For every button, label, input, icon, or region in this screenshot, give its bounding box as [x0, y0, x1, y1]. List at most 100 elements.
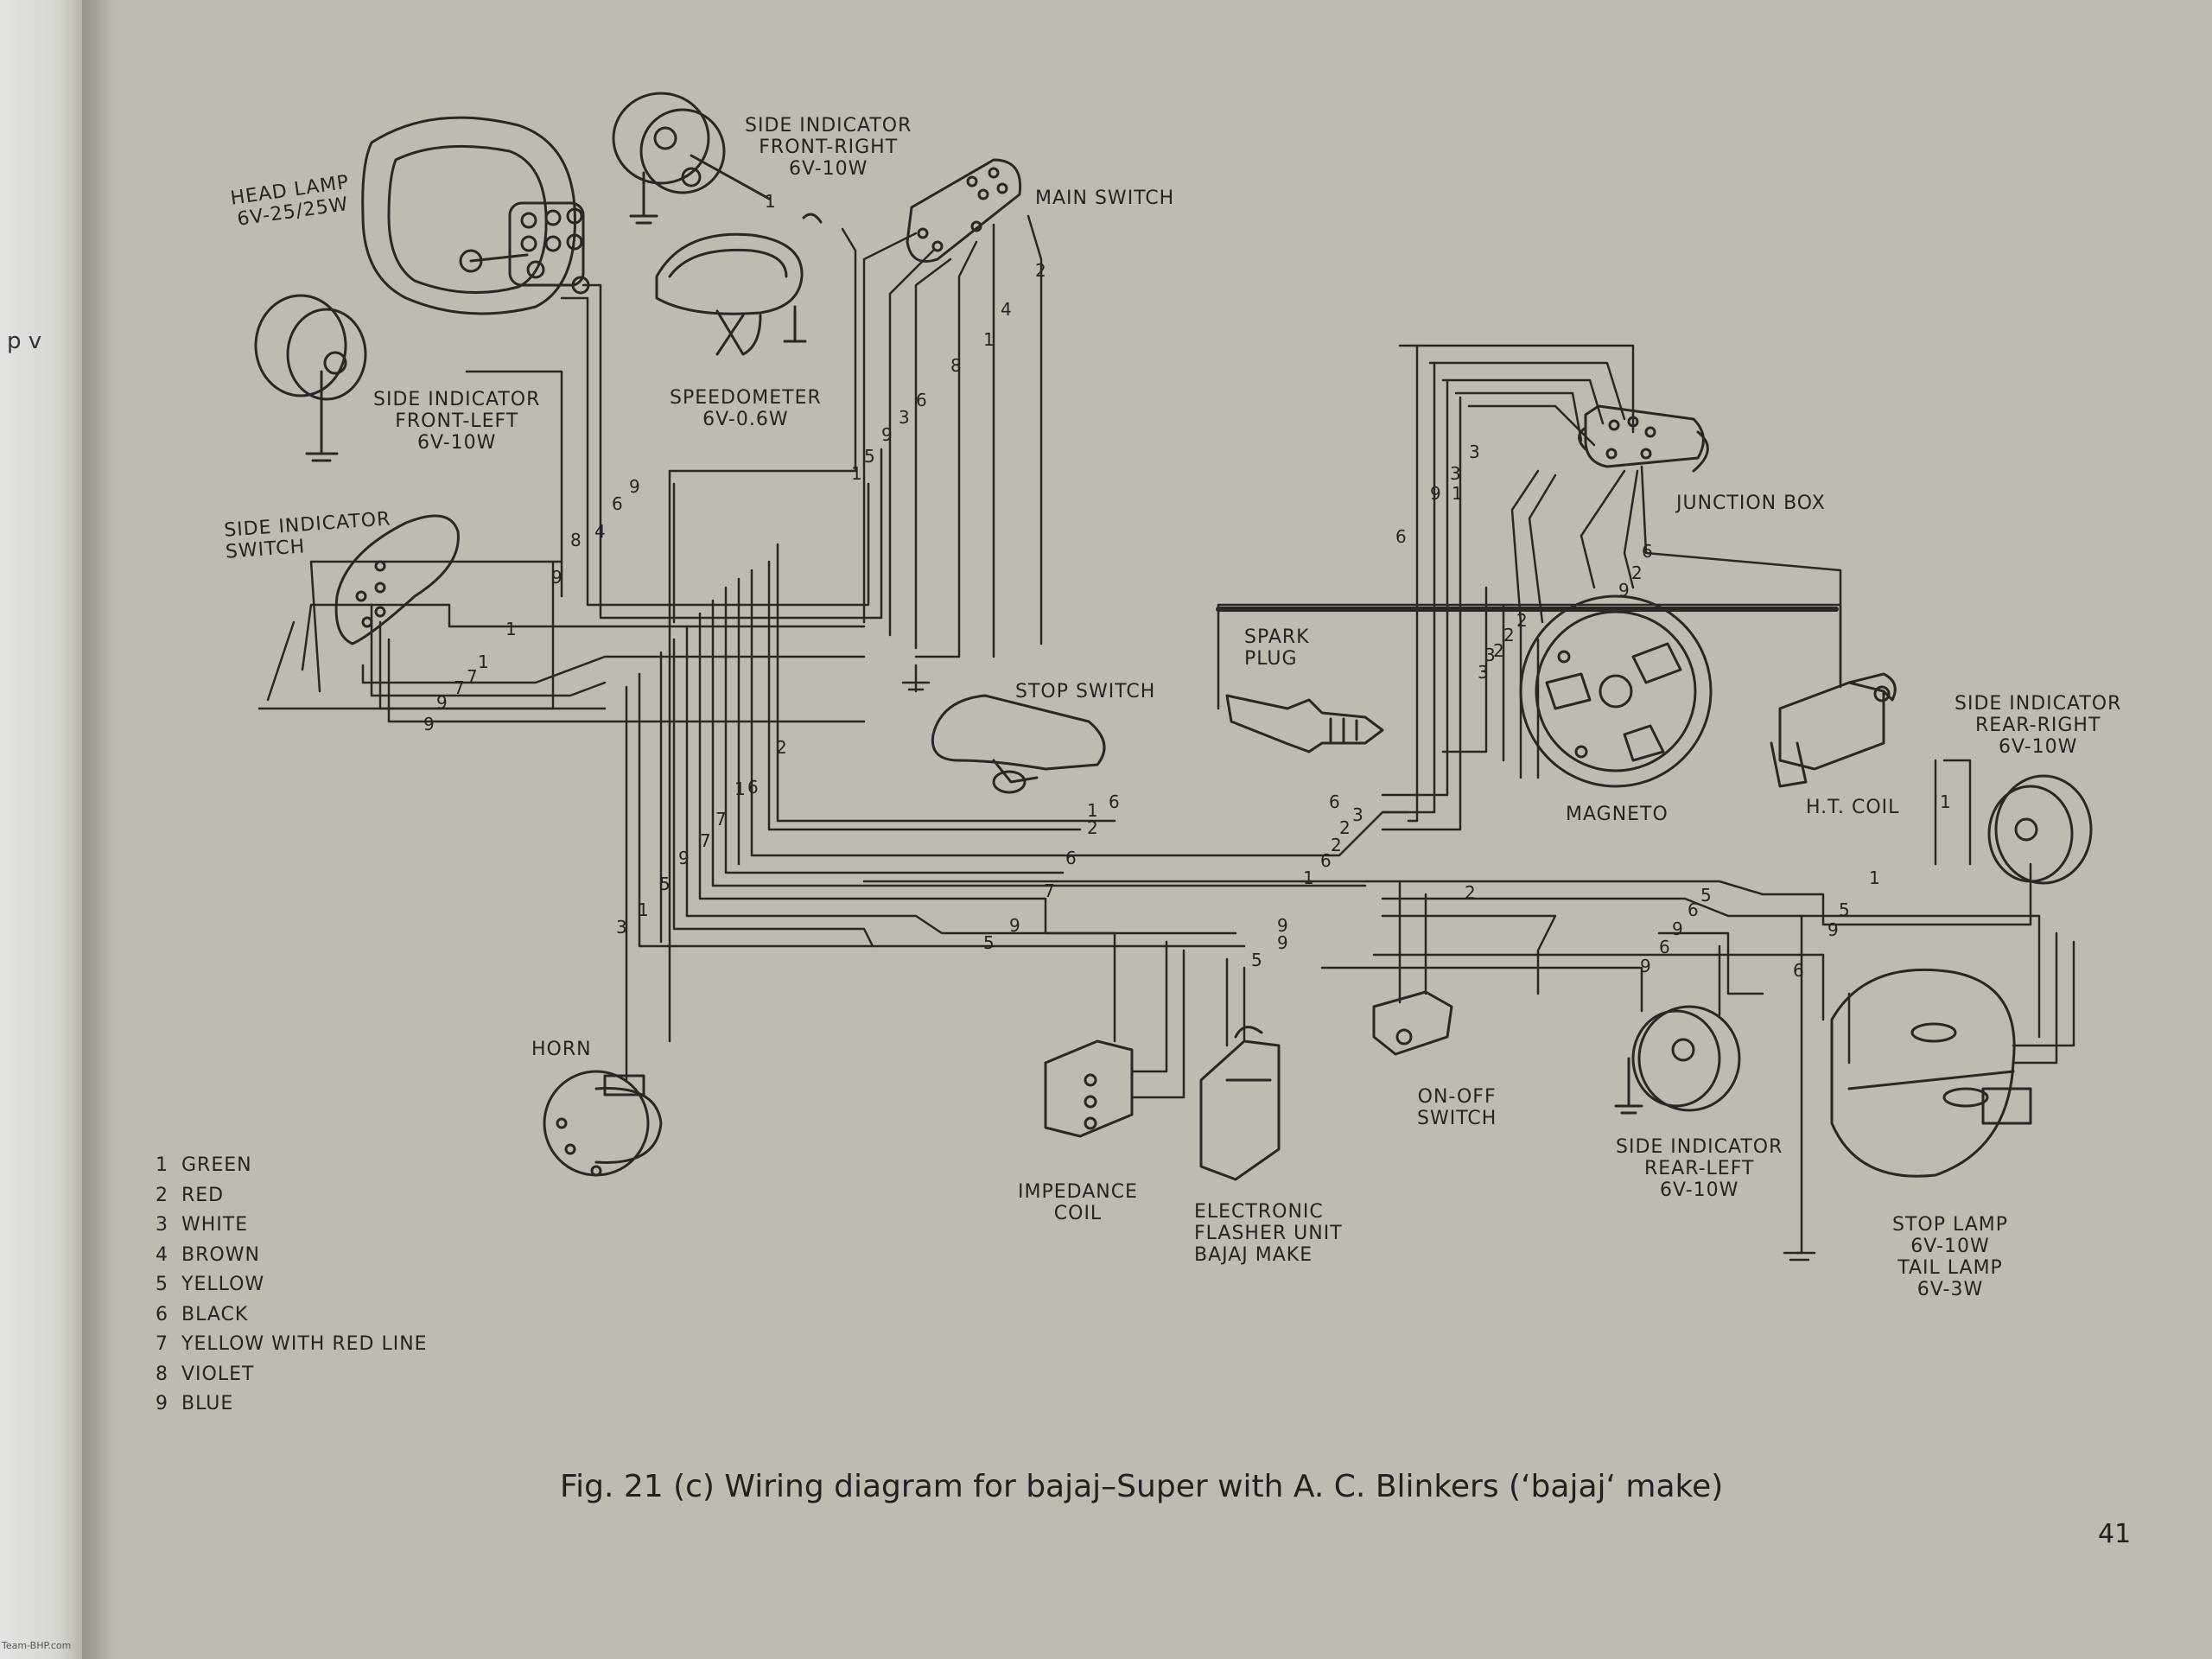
wire-number-marker: 4 — [1001, 299, 1012, 320]
wire-number-marker: 3 — [1450, 463, 1461, 484]
wire-number-marker: 3 — [1484, 645, 1496, 665]
wire-number-marker: 2 — [1493, 640, 1504, 661]
wire-number-marker: 9 — [1672, 918, 1683, 939]
wire-number-marker: 6 — [1659, 937, 1670, 957]
wire-number-marker: 5 — [1839, 899, 1850, 920]
wire-number-marker: 6 — [1395, 526, 1407, 547]
wire-number-marker: 2 — [1631, 563, 1643, 583]
label-line: 6V-3W — [1916, 1279, 1984, 1300]
wire-number-marker: 3 — [616, 917, 627, 938]
label-line: IMPEDANCE — [1018, 1181, 1138, 1203]
speedometer-drawing — [655, 232, 807, 356]
label-line: MAIN SWITCH — [1035, 188, 1175, 209]
wire-number-marker: 9 — [1640, 956, 1651, 976]
page-number: 41 — [2098, 1519, 2132, 1549]
wire-number-marker: 1 — [1087, 800, 1098, 821]
label-line: H.T. COIL — [1806, 797, 1900, 818]
wire-number-marker: 9 — [436, 692, 448, 713]
wire-number-marker: 6 — [916, 390, 927, 410]
legend-number: 2 — [156, 1184, 168, 1206]
left-page-edge — [0, 0, 82, 1659]
wire-number-marker: 1 — [983, 329, 995, 350]
label-stop-lamp: STOP LAMP 6V-10W TAIL LAMP 6V-3W — [1892, 1214, 2008, 1300]
wire-number-marker: 1 — [1869, 868, 1880, 888]
horn-drawing — [543, 1070, 663, 1177]
ht-coil-drawing — [1770, 672, 1897, 788]
wire-number-marker: 2 — [1503, 625, 1515, 645]
wire-number-marker: 6 — [747, 777, 759, 798]
legend-color-name: BLUE — [181, 1393, 234, 1414]
wire-number-marker: 8 — [570, 530, 582, 550]
label-line: PLUG — [1244, 648, 1298, 670]
figure-caption: Fig. 21 (c) Wiring diagram for bajaj–Sup… — [560, 1469, 1724, 1504]
wire-number-marker: 9 — [1009, 915, 1020, 936]
legend-color-name: GREEN — [181, 1154, 252, 1176]
wire-number-marker: 1 — [1452, 483, 1463, 504]
wire-number-marker: 2 — [1516, 610, 1528, 631]
wire-number-marker: 6 — [1065, 848, 1077, 868]
label-line: SIDE INDICATOR — [373, 389, 541, 410]
side-indicator-front-left-drawing — [254, 294, 367, 462]
label-line: ON-OFF — [1417, 1086, 1497, 1108]
label-line: SIDE INDICATOR — [1955, 693, 2122, 715]
label-line: SIDE INDICATOR — [745, 115, 912, 137]
label-line: 6V-10W — [1659, 1179, 1739, 1201]
wire-number-marker: 3 — [1469, 442, 1480, 462]
legend-color-name: WHITE — [181, 1214, 249, 1236]
label-side-indicator-front-right: SIDE INDICATOR FRONT-RIGHT 6V-10W — [745, 115, 912, 180]
wire-number-marker: 1 — [851, 463, 862, 484]
legend-color-name: RED — [181, 1184, 225, 1206]
label-line: TAIL LAMP — [1897, 1257, 2003, 1279]
legend-item: 5 YELLOW — [156, 1270, 428, 1300]
wire-number-marker: 2 — [1087, 817, 1098, 838]
wire-number-marker: 6 — [1329, 791, 1340, 812]
wire-number-marker: 6 — [1688, 899, 1699, 920]
label-line: REAR-RIGHT — [1975, 715, 2101, 736]
wire-number-marker: 3 — [899, 407, 910, 428]
label-line: SPARK — [1244, 626, 1310, 648]
label-line: SPEEDOMETER — [670, 387, 822, 409]
electronic-flasher-drawing — [1199, 1026, 1281, 1181]
wire-number-marker: 9 — [629, 476, 640, 497]
wire-number-marker: 5 — [864, 446, 875, 467]
wire-number-marker: 9 — [1277, 915, 1288, 936]
wire-number-marker: 3 — [1352, 804, 1363, 825]
legend-item: 6 BLACK — [156, 1300, 428, 1331]
label-line: BAJAJ MAKE — [1194, 1244, 1313, 1266]
label-line: HORN — [531, 1039, 592, 1060]
legend-number: 6 — [156, 1303, 168, 1325]
label-impedance-coil: IMPEDANCE COIL — [1018, 1181, 1138, 1224]
legend-number: 7 — [156, 1333, 168, 1355]
wire-number-marker: 1 — [1303, 868, 1314, 888]
label-spark-plug: SPARK PLUG — [1244, 626, 1310, 670]
legend-color-name: VIOLET — [181, 1363, 255, 1385]
wire-number-marker: 1 — [478, 652, 489, 672]
wire-number-marker: 7 — [467, 666, 478, 687]
wire-number-marker: 1 — [505, 619, 517, 639]
head-lamp-drawing — [361, 116, 590, 315]
label-junction-box: JUNCTION BOX — [1676, 493, 1826, 514]
legend-color-name: YELLOW — [181, 1274, 265, 1295]
side-indicator-rear-left-drawing — [1614, 1005, 1741, 1115]
wire-number-marker: 6 — [612, 493, 623, 514]
label-magneto: MAGNETO — [1566, 804, 1669, 825]
legend-number: 5 — [156, 1274, 168, 1295]
label-on-off-switch: ON-OFF SWITCH — [1417, 1086, 1497, 1129]
label-line: 6V-10W — [1910, 1236, 1990, 1257]
wire-number-marker: 9 — [551, 567, 563, 588]
wire-number-marker: 9 — [1430, 483, 1441, 504]
wire-number-marker: 7 — [1044, 880, 1055, 901]
legend-color-name: BLACK — [181, 1303, 249, 1325]
watermark: Team-BHP.com — [2, 1640, 72, 1651]
label-line: REAR-LEFT — [1643, 1158, 1755, 1179]
label-ht-coil: H.T. COIL — [1806, 797, 1899, 818]
main-switch-drawing — [906, 158, 1022, 263]
label-line: COIL — [1053, 1203, 1103, 1224]
magneto-drawing — [1519, 594, 1713, 788]
